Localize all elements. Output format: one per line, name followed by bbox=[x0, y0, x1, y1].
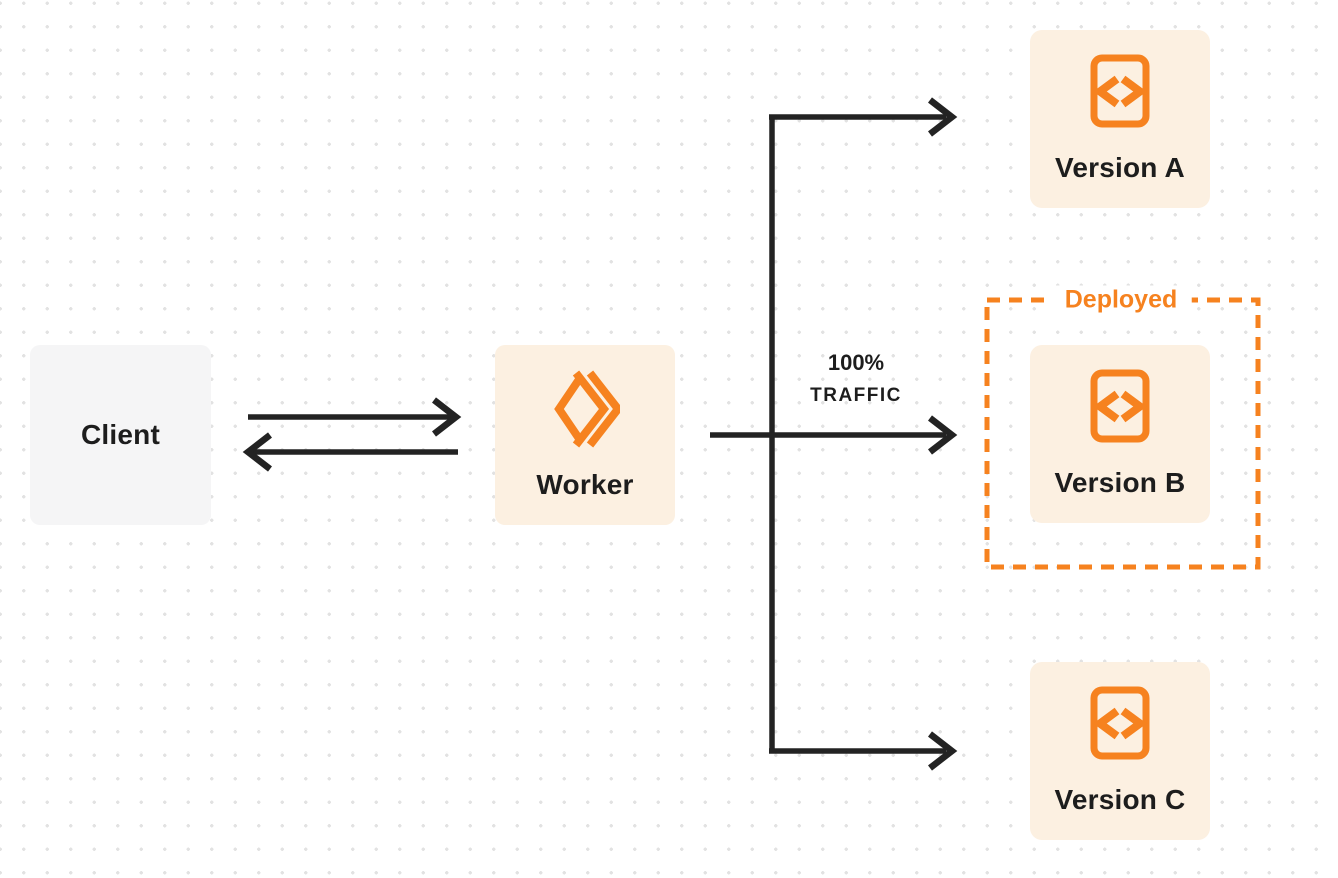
version-c-label: Version C bbox=[1054, 784, 1186, 815]
request-arrow bbox=[248, 397, 462, 437]
cloudflare-workers-icon bbox=[554, 370, 620, 448]
version-a-node: Version A bbox=[1030, 30, 1210, 208]
worker-node: Worker bbox=[495, 345, 675, 525]
code-file-icon bbox=[1090, 54, 1150, 128]
version-a-label: Version A bbox=[1055, 152, 1185, 183]
arrow-to-version-b bbox=[710, 415, 958, 455]
worker-label: Worker bbox=[536, 469, 634, 500]
traffic-percentage-label: 100% TRAFFIC bbox=[810, 350, 902, 407]
arrow-to-version-a bbox=[769, 97, 958, 137]
response-arrow bbox=[242, 432, 458, 472]
client-node: Client bbox=[30, 345, 211, 525]
traffic-percent-value: 100% bbox=[827, 350, 885, 375]
arrow-to-version-c bbox=[769, 731, 958, 771]
deployed-label: Deployed bbox=[1050, 285, 1192, 315]
version-c-node: Version C bbox=[1030, 662, 1210, 840]
traffic-word: TRAFFIC bbox=[810, 385, 902, 406]
version-b-label: Version B bbox=[1054, 467, 1186, 498]
version-b-node: Version B bbox=[1030, 345, 1210, 523]
code-file-icon bbox=[1090, 686, 1150, 760]
code-file-icon bbox=[1090, 369, 1150, 443]
client-label: Client bbox=[81, 419, 160, 450]
